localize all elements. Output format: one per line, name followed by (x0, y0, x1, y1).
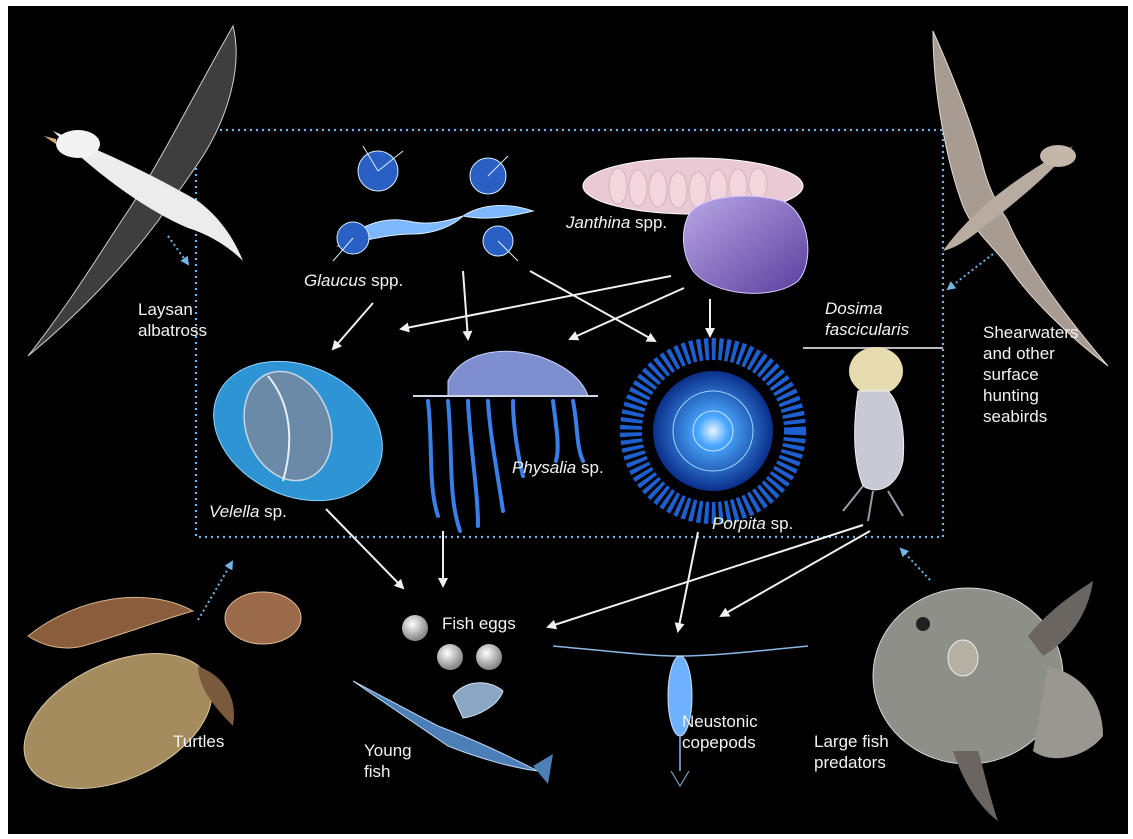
arrow-janthina-physalia (570, 288, 684, 339)
arrow-dosima-fish-eggs (548, 525, 863, 627)
shearwater-icon (933, 31, 1108, 366)
turtles-label: Turtles (173, 731, 224, 752)
arrow-glaucus-velella (333, 303, 373, 349)
arrow-albatross-neuston (168, 236, 188, 264)
copepod-icon (553, 646, 808, 786)
glaucus-icon (333, 146, 533, 261)
fish-eggs-label: Fish eggs (442, 613, 516, 634)
porpita-icon (631, 349, 795, 513)
physalia-label: Physalia sp. (512, 457, 604, 478)
porpita-label: Porpita sp. (712, 513, 793, 534)
food-web-canvas (8, 6, 1128, 834)
arrow-dosima-copepods (721, 531, 870, 616)
sea-turtle-icon (8, 592, 301, 816)
arrow-janthina-velella (401, 276, 671, 329)
arrow-glaucus-physalia (463, 271, 468, 339)
sunfish-icon (873, 581, 1103, 821)
physalia-man-o-war-icon (413, 351, 598, 531)
janthina-label: Janthina spp. (566, 212, 667, 233)
arrow-large-fish-neuston (901, 549, 930, 580)
albatross-icon (28, 26, 243, 356)
goose-barnacle-icon (803, 347, 943, 521)
velella-label: Velella sp. (209, 501, 287, 522)
arrow-glaucus-porpita (530, 271, 655, 341)
arrow-shearwater-neuston (948, 254, 993, 289)
arrow-velella-fish-eggs (326, 509, 403, 588)
velella-icon (191, 335, 405, 527)
glaucus-label: Glaucus spp. (304, 270, 403, 291)
